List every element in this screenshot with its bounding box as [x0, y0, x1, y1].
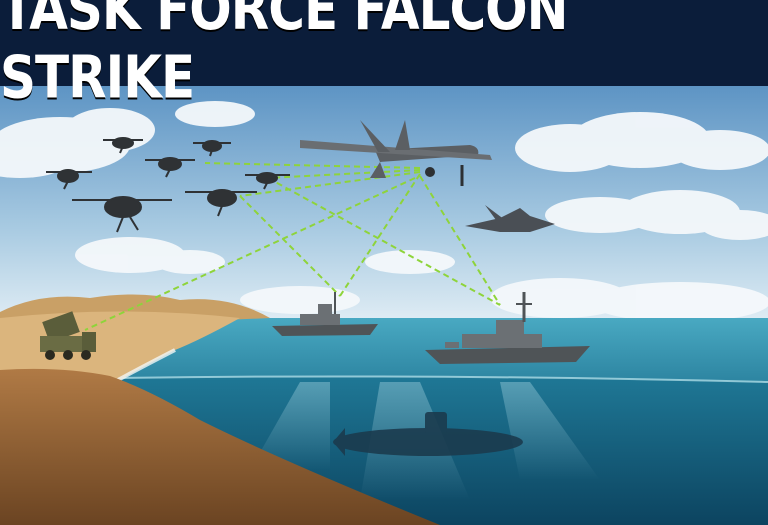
- missile-launcher-truck-icon: [40, 311, 96, 360]
- frigate-ship-icon: [272, 292, 378, 336]
- stealth-fighter-icon: [465, 205, 555, 232]
- reaper-drone-icon: [300, 120, 492, 186]
- quadcopter-drone-icon: [245, 172, 290, 190]
- quadcopter-drone-icon: [103, 137, 143, 154]
- quadcopter-drone-icon: [185, 189, 257, 217]
- quadcopter-drone-icon: [145, 157, 195, 178]
- data-links: [84, 162, 501, 331]
- quadcopter-drone-icon: [72, 196, 172, 233]
- drone-swarm: [46, 137, 290, 233]
- quadcopter-drone-icon: [193, 140, 231, 157]
- quadcopter-drone-icon: [46, 169, 92, 190]
- banner-title: TASK FORCE FALCON STRIKE: [0, 0, 569, 112]
- submarine-icon: [333, 412, 523, 456]
- coastal-cliff: [0, 368, 440, 525]
- title-banner: TASK FORCE FALCON STRIKE: [0, 0, 768, 111]
- clouds: [0, 101, 768, 322]
- destroyer-ship-icon: [425, 292, 590, 364]
